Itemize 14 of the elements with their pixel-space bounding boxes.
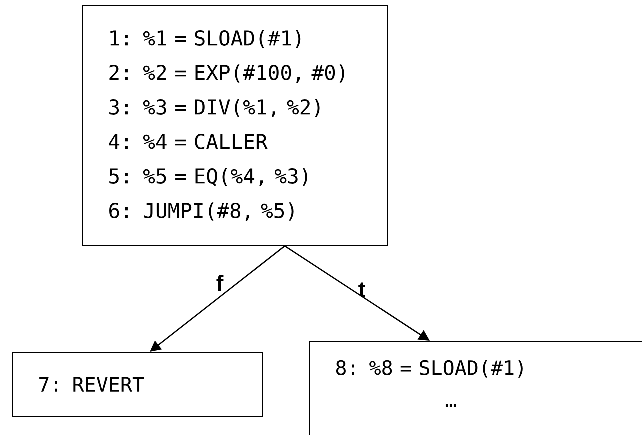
code-text: 8: %8 = SLOAD(#1) … [336,360,523,408]
edge-label: t [358,282,366,298]
edge-label: f [216,275,224,291]
node-label: 5: %5 = EQ(%4, %3) [110,168,308,187]
code-block-box [309,340,642,435]
node-label: 2: %2 = EXP(#100, #0) [110,64,344,84]
code-block-box [82,5,388,246]
code-text: 7: REVERT [40,377,144,392]
node-label: 6: JUMPI(#8, %5) [110,202,294,222]
node-label: 1: %1 = SLOAD(#1) [110,30,301,48]
node-label: 4: %4 = CALLER [109,134,268,150]
code-block-box [12,352,264,418]
code-text: 1: %1 = SLOAD(#1) 2: %2 = EXP(#100, #0) 3: %3 = DIV(%1, %2) 4: %4 = CALLER 5: %5 = EQ(%4, %3) 6: JUMPI(#8, %5) [109,30,344,222]
node-label: 3: %3 = DIV(%1, %2) [110,99,320,118]
